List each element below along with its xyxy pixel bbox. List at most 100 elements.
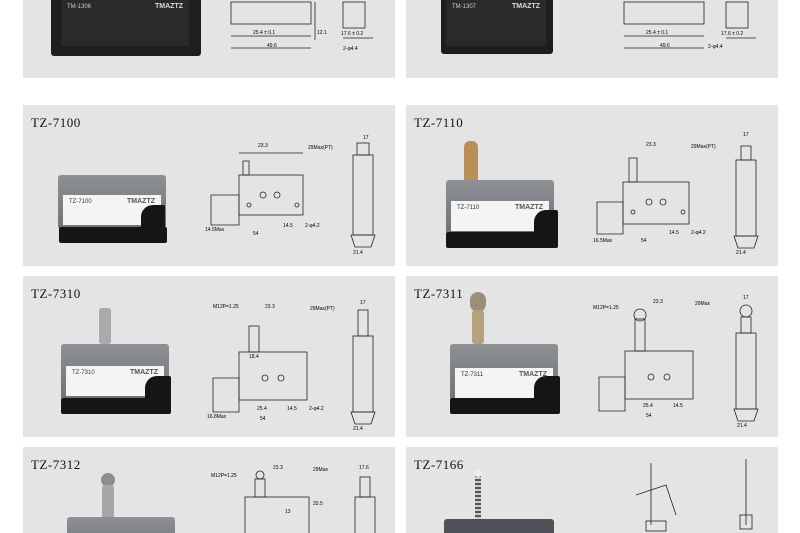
dim-label: 18.4 [249, 354, 259, 360]
dimension-drawing: 25.4 ± 0.1 49.6 17.6 ± 0.2 2-φ4.4 [596, 0, 776, 78]
panel-tz-7312: TZ-7312 M12P=1.25 23.3 29Max 13 33.5 17.… [23, 447, 395, 533]
dim-label: 14.5 [283, 223, 293, 229]
dimension-drawing: M12P=1.25 23.3 29Max 13 33.5 17.6 [205, 463, 393, 533]
brand-text: TMAZTZ [519, 371, 547, 378]
model-text: TZ-7110 [457, 205, 480, 211]
model-text: TZ-7311 [461, 372, 484, 378]
brand-text: TMAZTZ [130, 369, 158, 376]
switch-foot [145, 376, 171, 414]
dim-label: 33.5 [313, 501, 323, 507]
dim-label: 49.6 [267, 43, 277, 49]
switch-foot [534, 376, 560, 414]
panel-tz-7166: TZ-7166 [406, 447, 778, 533]
dim-label: 54 [646, 413, 652, 419]
switch-base [61, 398, 169, 414]
dim-label: 29Max(PT) [691, 144, 716, 150]
rod-tip [474, 469, 482, 477]
dim-label: 23.3 [273, 465, 283, 471]
brand-text: TMAZTZ [155, 3, 183, 10]
dim-label: 14.5 [669, 230, 679, 236]
switch-body [67, 517, 175, 533]
dimension-drawing: 23.3 29Max(PT) 14.5Max 54 14.5 2-φ4.2 21… [203, 135, 393, 260]
plunger [99, 308, 111, 344]
model-text: TZ-7310 [72, 370, 95, 376]
dim-label: 14.5Max [205, 227, 225, 233]
dimension-drawing [606, 455, 776, 533]
switch-base [59, 227, 167, 243]
roller-icon [101, 473, 115, 487]
dim-label: 2-φ4.2 [305, 223, 320, 229]
roller-icon [470, 292, 486, 312]
plunger [464, 141, 478, 181]
model-title: TZ-7312 [31, 457, 81, 472]
switch-body [444, 519, 554, 533]
switch-foot [534, 210, 558, 248]
dim-label: 12.1 [317, 30, 327, 36]
model-text: TZ-7100 [69, 199, 92, 205]
dim-label: 2-φ4.4 [343, 46, 358, 52]
switch-label: TZ-7110 TMAZTZ [451, 201, 549, 231]
dim-label: 54 [260, 416, 266, 422]
switch-label: TM-1307 TMAZTZ [446, 0, 546, 46]
brand-text: TMAZTZ [127, 198, 155, 205]
dim-label: 29Max [313, 467, 329, 473]
dim-label: 17 [363, 135, 369, 141]
panel-top-right: TM-1307 TMAZTZ 25.4 ± 0.1 49.6 17.6 ± 0.… [406, 0, 778, 78]
dim-label: 17.6 ± 0.2 [721, 31, 744, 37]
dim-label: 29Max(PT) [308, 145, 333, 151]
model-title: TZ-7166 [414, 457, 464, 472]
dim-label: M12P=1.25 [211, 473, 237, 479]
panel-tz-7100: TZ-7100 TZ-7100 TMAZTZ 23.3 29Max(PT) 14… [23, 105, 395, 266]
dim-label: 54 [641, 238, 647, 244]
dim-label: 17.6 ± 0.2 [341, 31, 364, 37]
dim-label: 21.4 [353, 426, 363, 432]
dim-label: 21.4 [353, 250, 363, 256]
dim-label: 29Max [695, 301, 711, 307]
dim-label: 13 [285, 509, 291, 515]
brand-text: TMAZTZ [515, 204, 543, 211]
dim-label: 14.5 [287, 406, 297, 412]
dim-label: 2-φ4.2 [691, 230, 706, 236]
dimension-drawing: 25.4 ± 0.1 49.6 12.1 17.6 ± 0.2 2-φ4.4 [223, 0, 393, 78]
dim-label: M12P=1.25 [593, 305, 619, 311]
plunger [472, 310, 484, 344]
dim-label: 2-φ4.4 [708, 44, 723, 50]
brand-text: TMAZTZ [512, 3, 540, 10]
dim-label: 29Max(PT) [310, 306, 335, 312]
dim-label: 2-φ4.2 [309, 406, 324, 412]
switch-foot [141, 205, 165, 243]
dim-label: 25.4 ± 0.1 [253, 30, 276, 36]
model-text: TM-1307 [452, 4, 477, 10]
dimension-drawing: 23.3 29Max(PT) 16.5Max 54 14.5 2-φ4.2 21… [591, 130, 776, 260]
model-title: TZ-7310 [31, 286, 81, 301]
panel-tz-7110: TZ-7110 TZ-7110 TMAZTZ 23.3 29Max(PT) 16… [406, 105, 778, 266]
dim-label: 21.4 [737, 423, 747, 429]
dimension-drawing: M12P=1.25 23.3 29Max(PT) 18.4 16.8Max 25… [205, 296, 393, 436]
switch-base [446, 232, 554, 248]
dim-label: 23.3 [653, 299, 663, 305]
dim-label: 21.4 [736, 250, 746, 256]
panel-tz-7310: TZ-7310 TZ-7310 TMAZTZ M12P=1.25 23.3 29… [23, 276, 395, 437]
dim-label: 14.5 [673, 403, 683, 409]
panel-top-left: TM-1306 TMAZTZ 25.4 ± 0.1 49.6 12.1 17.6… [23, 0, 395, 78]
dim-label: 49.6 [660, 43, 670, 49]
dim-label: 16.5Max [593, 238, 613, 244]
dim-label: 17 [360, 300, 366, 306]
dim-label: 54 [253, 231, 259, 237]
switch-base [450, 398, 558, 414]
dim-label: M12P=1.25 [213, 304, 239, 310]
dim-label: 25.4 [643, 403, 653, 409]
dim-label: 17.6 [359, 465, 369, 471]
model-text: TM-1306 [67, 4, 92, 10]
dimension-drawing: M12P=1.25 23.3 29Max 25.4 54 14.5 21.4 1… [591, 291, 776, 431]
model-title: TZ-7311 [414, 286, 464, 301]
model-title: TZ-7110 [414, 115, 464, 130]
switch-label: TM-1306 TMAZTZ [61, 0, 189, 46]
plunger [102, 485, 114, 519]
spring-rod-icon [475, 475, 481, 521]
dim-label: 25.4 ± 0.1 [646, 30, 669, 36]
dim-label: 23.3 [646, 142, 656, 148]
panel-tz-7311: TZ-7311 TZ-7311 TMAZTZ M12P=1.25 23.3 29… [406, 276, 778, 437]
dim-label: 17 [743, 295, 749, 301]
dim-label: 17 [743, 132, 749, 138]
